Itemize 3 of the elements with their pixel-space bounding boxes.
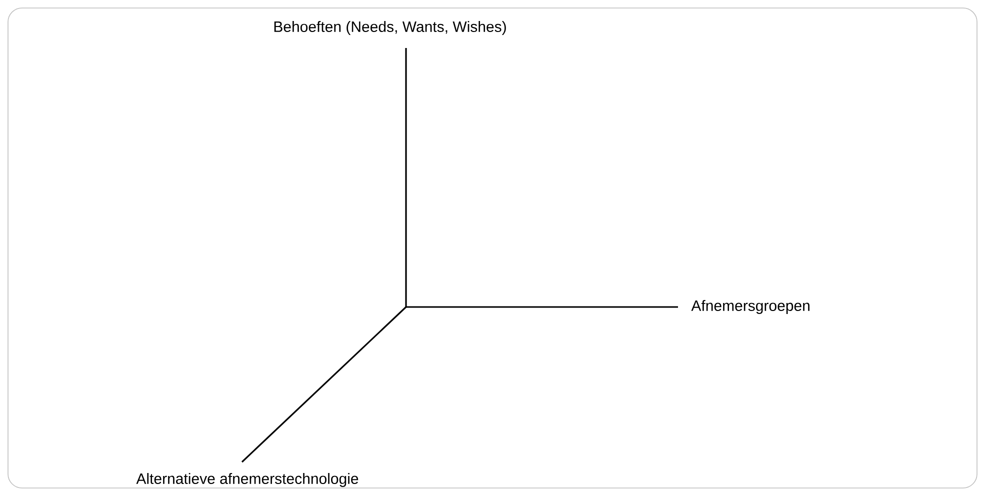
axis-label: Behoeften (Needs, Wants, Wishes) [274,21,506,35]
axis-label: Afnemersgroepen [691,300,810,314]
axis-label: Alternatieve afnemerstechnologie [136,473,358,487]
